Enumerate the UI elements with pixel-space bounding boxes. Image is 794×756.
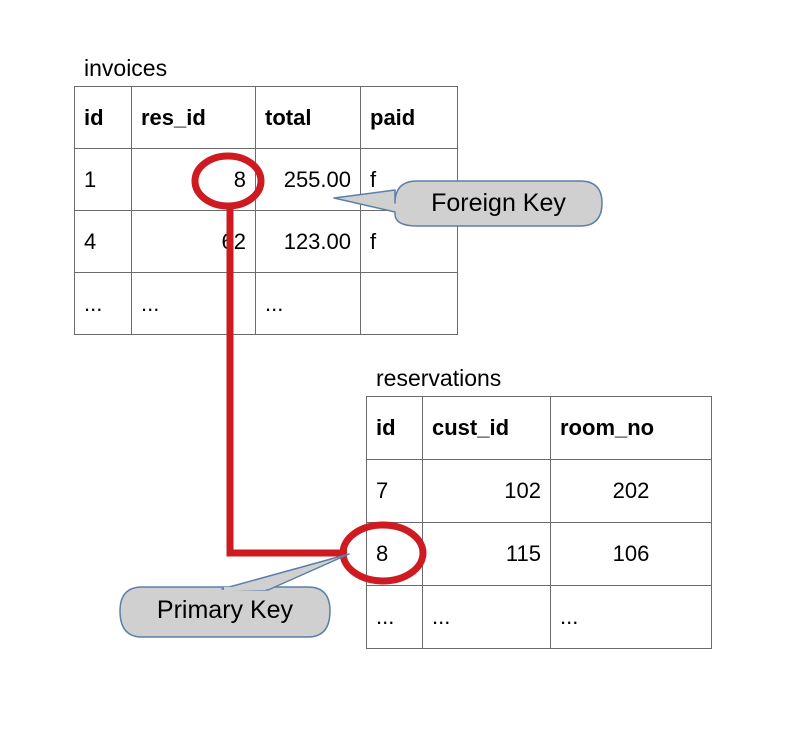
invoices-cell-id-1: 4 <box>74 210 132 273</box>
invoices-cell-id-2: ... <box>74 272 132 335</box>
invoices-col-header-res-id: res_id <box>131 86 256 149</box>
invoices-cell-paid-2 <box>360 272 458 335</box>
primary-key-callout-label: Primary Key <box>156 596 294 624</box>
reservations-cell-room-no-0: 202 <box>550 459 712 523</box>
reservations-cell-room-no-1: 106 <box>550 522 712 586</box>
invoices-col-header-total: total <box>255 86 361 149</box>
reservations-col-header-cust-id: cust_id <box>422 396 551 460</box>
invoices-cell-paid-1: f <box>360 210 458 273</box>
invoices-cell-total-1: 123.00 <box>255 210 361 273</box>
invoices-col-header-paid: paid <box>360 86 458 149</box>
table-row: ... ... ... <box>366 585 712 649</box>
invoices-cell-total-0: 255.00 <box>255 148 361 211</box>
invoices-cell-total-2: ... <box>255 272 361 335</box>
reservations-cell-id-1: 8 <box>366 522 423 586</box>
invoices-table-title: invoices <box>84 55 168 81</box>
table-row: 4 62 123.00 f <box>74 210 458 273</box>
invoices-cell-res-id-0: 8 <box>131 148 256 211</box>
reservations-cell-id-2: ... <box>366 585 423 649</box>
reservations-col-header-id: id <box>366 396 423 460</box>
reservations-cell-cust-id-0: 102 <box>422 459 551 523</box>
invoices-cell-res-id-1: 62 <box>131 210 256 273</box>
invoices-header-row: id res_id total paid <box>74 86 458 149</box>
reservations-table: id cust_id room_no 7 102 202 8 115 106 .… <box>366 396 712 649</box>
foreign-key-callout-label: Foreign Key <box>431 189 566 217</box>
reservations-table-title: reservations <box>376 365 502 391</box>
reservations-cell-cust-id-1: 115 <box>422 522 551 586</box>
invoices-cell-id-0: 1 <box>74 148 132 211</box>
reservations-cell-cust-id-2: ... <box>422 585 551 649</box>
table-row: 8 115 106 <box>366 522 712 586</box>
primary-key-callout-tail <box>221 553 350 591</box>
table-row: ... ... ... <box>74 272 458 335</box>
reservations-header-row: id cust_id room_no <box>366 396 712 460</box>
reservations-cell-id-0: 7 <box>366 459 423 523</box>
table-row: 7 102 202 <box>366 459 712 523</box>
reservations-col-header-room-no: room_no <box>550 396 712 460</box>
reservations-cell-room-no-2: ... <box>550 585 712 649</box>
invoices-cell-res-id-2: ... <box>131 272 256 335</box>
invoices-col-header-id: id <box>74 86 132 149</box>
